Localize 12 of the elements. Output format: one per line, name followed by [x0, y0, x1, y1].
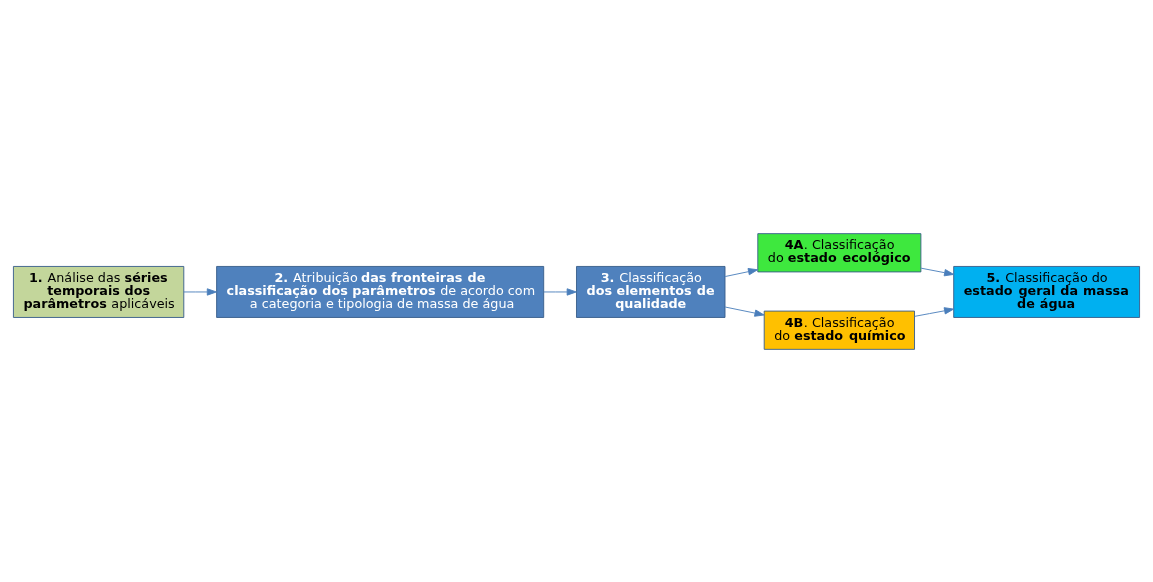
node-box: 4A. Classificação do estado ecológico	[757, 232, 922, 272]
node-box: 1. Análise das séries temporais dos parâmetros aplicáveis	[12, 265, 185, 318]
arrow	[724, 306, 765, 317]
arrow	[724, 267, 759, 277]
arrow	[914, 306, 955, 317]
node-box: 5. Classificação do estado geral da massa de água	[953, 265, 1141, 318]
arrow	[183, 287, 217, 296]
arrow	[543, 287, 577, 296]
node-box: 2. Atribuição das fronteiras de classificação dos parâmetros de acordo com a categoria e tipologia de massa de água	[216, 265, 545, 318]
arrow	[920, 267, 955, 276]
node-box: 3. Classificação dos elementos de qualidade	[576, 265, 726, 318]
node-box: 4B. Classificação do estado químico	[763, 310, 915, 350]
